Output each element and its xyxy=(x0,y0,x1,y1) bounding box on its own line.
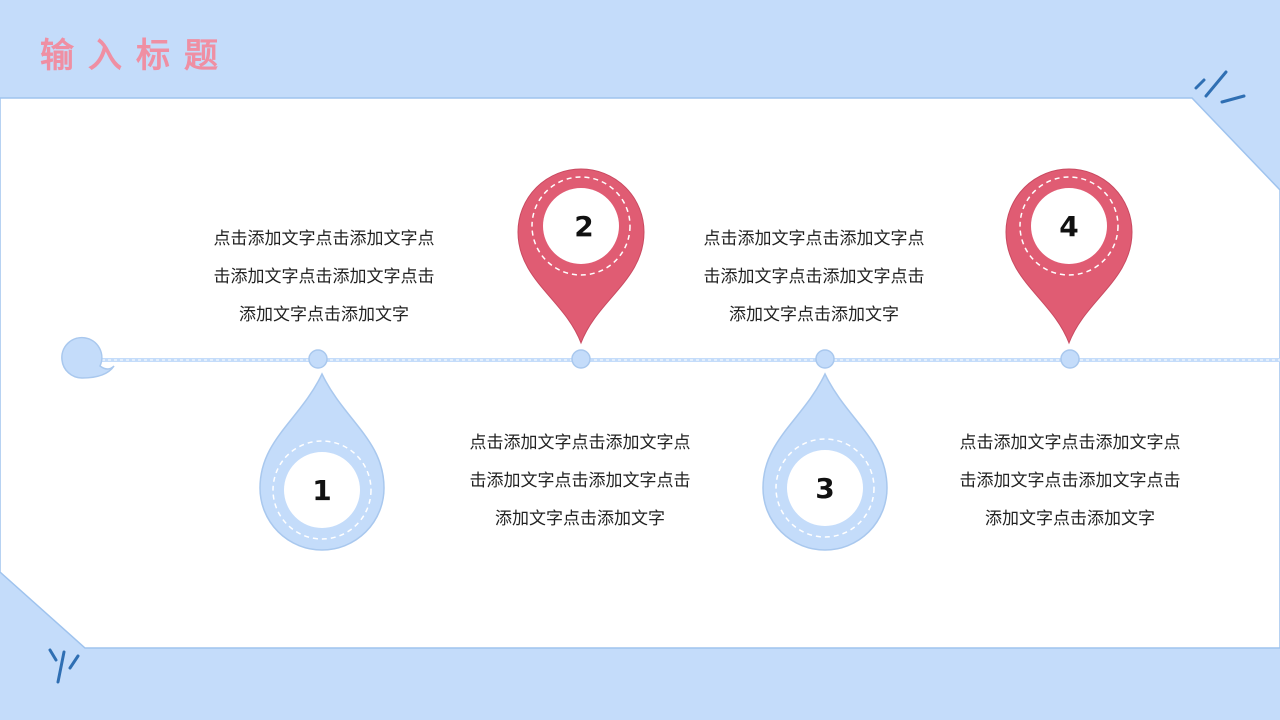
marker-1-number: 1 xyxy=(312,474,331,507)
timeline-dot-4 xyxy=(1060,349,1080,369)
text-block-4[interactable]: 点击添加文字点击添加文字点 击添加文字点击添加文字点击 添加文字点击添加文字 xyxy=(940,424,1200,538)
timeline-dot-1 xyxy=(308,349,328,369)
marker-1-drop-icon xyxy=(259,372,385,551)
marker-4-number: 4 xyxy=(1059,210,1078,243)
slide-title[interactable]: 输入标题 xyxy=(40,36,232,76)
timeline-start-icon xyxy=(61,336,115,379)
sparkle-icon-bottom-left xyxy=(48,648,80,684)
marker-3-drop-icon xyxy=(762,372,888,551)
text-line: 点击添加文字点击添加文字点 xyxy=(959,433,1181,453)
timeline-dot-2 xyxy=(571,349,591,369)
text-block-1[interactable]: 点击添加文字点击添加文字点 击添加文字点击添加文字点击 添加文字点击添加文字 xyxy=(194,220,454,334)
text-line: 添加文字点击添加文字 xyxy=(729,305,899,325)
sparkle-icon-top-right xyxy=(1194,70,1246,104)
marker-3-number: 3 xyxy=(815,472,834,505)
text-line: 击添加文字点击添加文字点击 xyxy=(703,267,925,287)
text-line: 击添加文字点击添加文字点击 xyxy=(469,471,691,491)
text-line: 点击添加文字点击添加文字点 xyxy=(703,229,925,249)
marker-2-number: 2 xyxy=(574,210,593,243)
marker-4-pin-icon xyxy=(1005,168,1133,345)
text-line: 点击添加文字点击添加文字点 xyxy=(213,229,435,249)
text-line: 击添加文字点击添加文字点击 xyxy=(959,471,1181,491)
text-block-3[interactable]: 点击添加文字点击添加文字点 击添加文字点击添加文字点击 添加文字点击添加文字 xyxy=(684,220,944,334)
text-line: 点击添加文字点击添加文字点 xyxy=(469,433,691,453)
text-line: 添加文字点击添加文字 xyxy=(239,305,409,325)
text-line: 添加文字点击添加文字 xyxy=(985,509,1155,529)
text-line: 添加文字点击添加文字 xyxy=(495,509,665,529)
timeline-dot-3 xyxy=(815,349,835,369)
text-block-2[interactable]: 点击添加文字点击添加文字点 击添加文字点击添加文字点击 添加文字点击添加文字 xyxy=(450,424,710,538)
text-line: 击添加文字点击添加文字点击 xyxy=(213,267,435,287)
marker-2-pin-icon xyxy=(517,168,645,345)
